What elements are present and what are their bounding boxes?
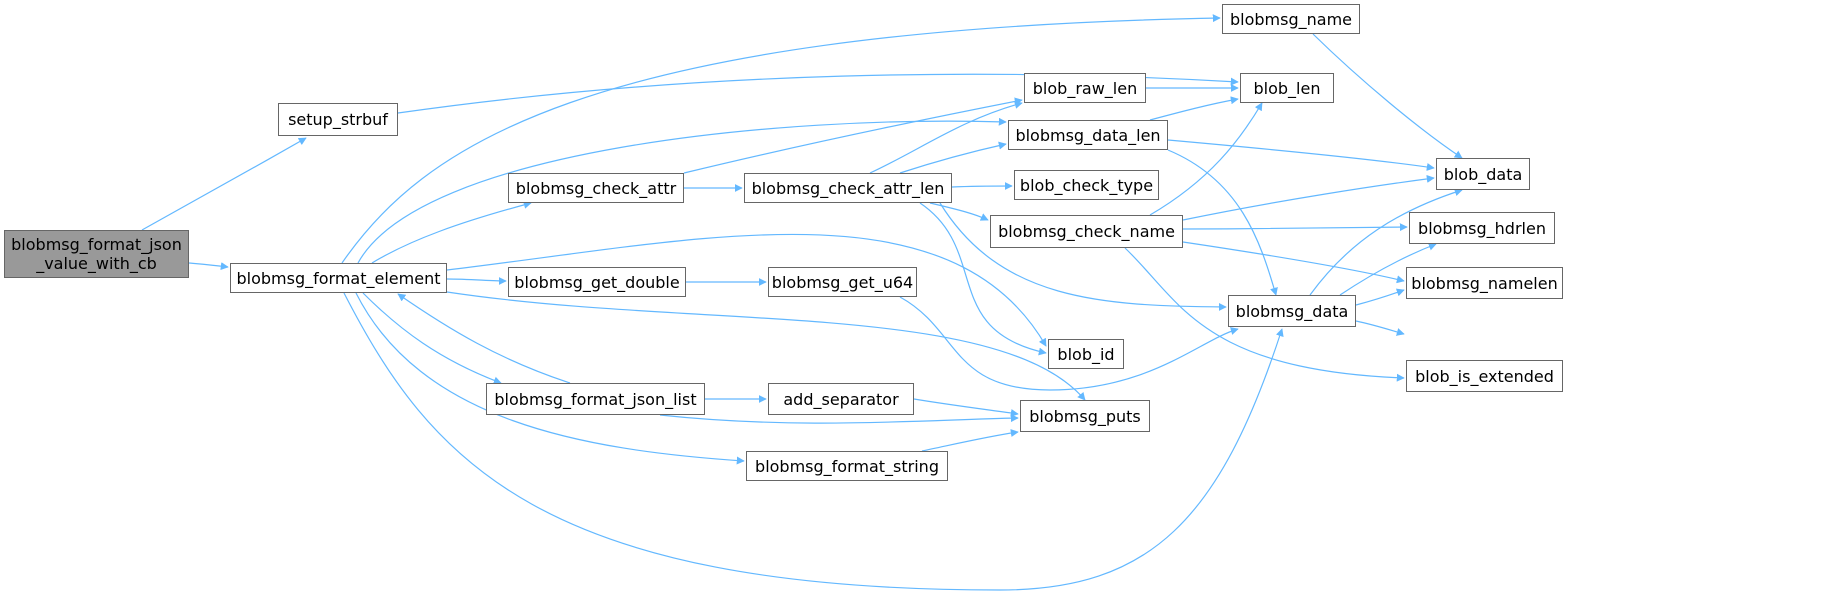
- edge-format_element-to-puts: [446, 291, 1086, 401]
- edge-root-to-format_element: [188, 262, 229, 271]
- edge-format_string-to-puts: [921, 429, 1019, 452]
- node-format-json-list[interactable]: blobmsg_format_json_list: [486, 383, 705, 415]
- node-root[interactable]: blobmsg_format_json _value_with_cb: [4, 230, 189, 278]
- edge-format_element-to-blobmsg_data: [343, 292, 1284, 591]
- edge-root-to-setup_strbuf: [141, 137, 307, 231]
- edge-format_element-to-blobmsg_name: [341, 14, 1221, 264]
- node-blobmsg-name[interactable]: blobmsg_name: [1222, 4, 1360, 34]
- edge-data_len-to-blob_len: [1149, 96, 1239, 121]
- edge-format_element-to-check_attr: [371, 200, 532, 264]
- edge-check_name-to-blob_data: [1182, 174, 1435, 221]
- node-blobmsg-data[interactable]: blobmsg_data: [1228, 295, 1356, 327]
- edge-get_u64-to-blobmsg_data: [899, 296, 1239, 391]
- node-check-attr[interactable]: blobmsg_check_attr: [508, 173, 684, 203]
- edge-check_name-to-blob_len: [1149, 102, 1263, 216]
- node-blob-data[interactable]: blob_data: [1436, 158, 1530, 190]
- node-get-u64[interactable]: blobmsg_get_u64: [768, 267, 917, 297]
- node-hdrlen[interactable]: blobmsg_hdrlen: [1409, 212, 1555, 244]
- edge-blobmsg_data-to-hdrlen: [1339, 242, 1437, 296]
- node-get-double[interactable]: blobmsg_get_double: [508, 267, 686, 297]
- node-is-extended[interactable]: blob_is_extended: [1406, 360, 1563, 392]
- edge-blobmsg_data-to-namelen: [1355, 288, 1405, 306]
- edge-format_element-to-get_double: [446, 276, 507, 285]
- edge-format_json_list-to-format_element: [397, 293, 571, 384]
- edge-check_attr_len-to-blob_id: [919, 202, 1047, 356]
- edge-format_element-to-blob_id: [446, 233, 1047, 347]
- edge-check_attr_len-to-blob_check_type: [951, 182, 1013, 191]
- edge-data_len-to-blobmsg_data: [1167, 149, 1278, 296]
- edge-blobmsg_data-to-blob_data: [1309, 188, 1463, 296]
- node-blob-raw-len[interactable]: blob_raw_len: [1024, 73, 1146, 103]
- node-blob-len[interactable]: blob_len: [1240, 73, 1334, 103]
- edge-check_attr-to-blob_raw_len: [683, 97, 1023, 174]
- edge-format_element-to-format_string: [355, 292, 745, 465]
- edge-blobmsg_data-to-is_extended: [1355, 320, 1405, 336]
- edge-data_len-to-blob_data: [1167, 139, 1435, 171]
- node-data-len[interactable]: blobmsg_data_len: [1008, 120, 1168, 150]
- node-blob-id[interactable]: blob_id: [1048, 339, 1124, 369]
- node-format-string[interactable]: blobmsg_format_string: [746, 451, 948, 481]
- node-setup-strbuf[interactable]: setup_strbuf: [278, 103, 398, 136]
- edge-format_json_list-to-puts: [659, 414, 1019, 424]
- node-blob-check-type[interactable]: blob_check_type: [1014, 170, 1159, 200]
- edge-check_name-to-hdrlen: [1182, 223, 1408, 232]
- node-check-attr-len[interactable]: blobmsg_check_attr_len: [744, 173, 952, 203]
- edge-check_name-to-namelen: [1182, 241, 1405, 284]
- edge-blobmsg_name-to-blob_data: [1312, 33, 1463, 159]
- node-format-element[interactable]: blobmsg_format_element: [230, 263, 447, 293]
- edge-check_attr_len-to-blobmsg_data: [939, 202, 1227, 311]
- node-check-name[interactable]: blobmsg_check_name: [990, 215, 1183, 248]
- edge-format_element-to-data_len: [357, 117, 1007, 264]
- edge-check_attr_len-to-data_len: [899, 141, 1007, 174]
- edge-check_attr_len-to-blob_raw_len: [869, 101, 1023, 174]
- edge-format_element-to-format_json_list: [362, 292, 502, 385]
- node-add-separator[interactable]: add_separator: [768, 383, 914, 415]
- node-namelen[interactable]: blobmsg_namelen: [1406, 267, 1563, 299]
- edge-check_attr_len-to-check_name: [929, 202, 989, 221]
- edge-add_separator-to-puts: [913, 398, 1019, 417]
- edge-check_name-to-is_extended: [1124, 247, 1405, 382]
- node-puts[interactable]: blobmsg_puts: [1020, 400, 1150, 432]
